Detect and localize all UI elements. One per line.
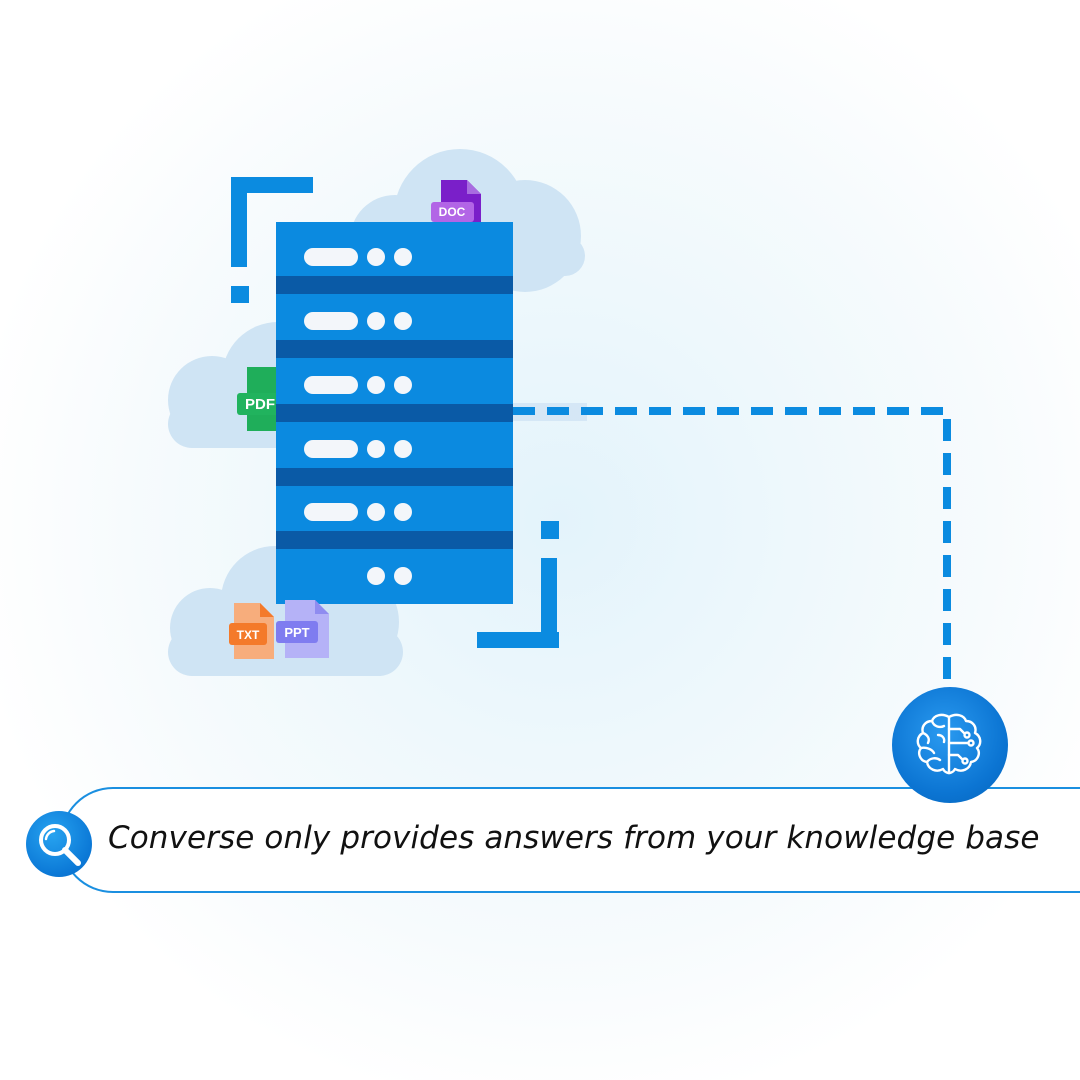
dashed-connector (513, 403, 951, 690)
focus-brackets (231, 177, 559, 648)
tagline-text: Converse only provides answers from your… (108, 820, 1040, 856)
txt-file-icon (229, 603, 274, 659)
server-rack-icon (276, 222, 513, 604)
doc-file-icon (431, 180, 481, 234)
tagline-bar (60, 787, 1080, 893)
brain-icon (892, 687, 1008, 803)
pdf-label: PDF (245, 396, 275, 413)
txt-label: TXT (237, 628, 260, 642)
doc-label: DOC (439, 205, 466, 219)
ppt-file-icon (276, 600, 329, 658)
search-icon (26, 811, 92, 877)
ppt-label: PPT (284, 625, 309, 640)
server-indicators (304, 248, 412, 585)
